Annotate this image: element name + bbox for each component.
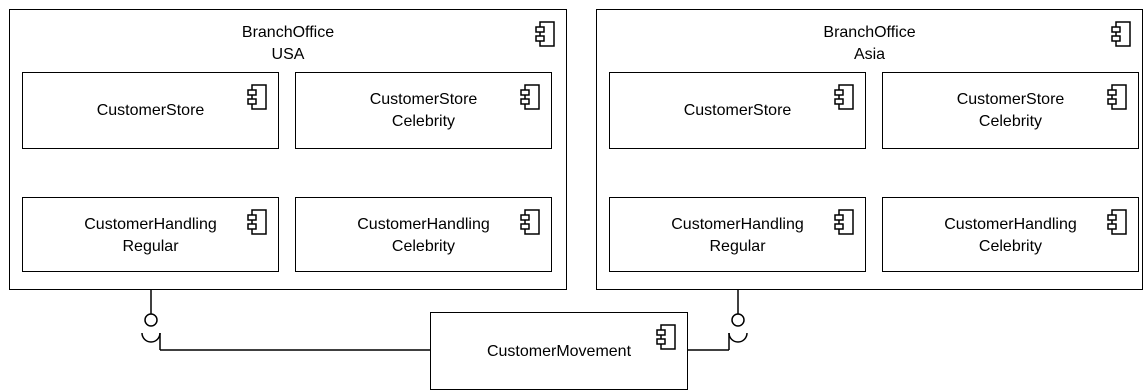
component-icon bbox=[535, 21, 555, 47]
component-customer-store-celebrity[interactable]: CustomerStore Celebrity bbox=[882, 72, 1139, 149]
component-customer-handling-celebrity[interactable]: CustomerHandling Celebrity bbox=[882, 197, 1139, 272]
component-icon bbox=[1107, 84, 1127, 110]
component-customer-handling-regular[interactable]: CustomerHandling Regular bbox=[609, 197, 866, 272]
component-customer-store[interactable]: CustomerStore bbox=[22, 72, 279, 149]
component-icon bbox=[520, 209, 540, 235]
component-icon bbox=[1111, 21, 1131, 47]
component-label: CustomerMovement bbox=[486, 343, 632, 360]
component-label: CustomerStore bbox=[683, 102, 792, 119]
component-label: CustomerHandling Celebrity bbox=[944, 216, 1077, 255]
component-label: CustomerStore Celebrity bbox=[956, 91, 1065, 130]
component-customer-handling-celebrity[interactable]: CustomerHandling Celebrity bbox=[295, 197, 552, 272]
branch-title: BranchOffice USA bbox=[241, 24, 335, 63]
component-customer-store-celebrity[interactable]: CustomerStore Celebrity bbox=[295, 72, 552, 149]
component-icon bbox=[834, 84, 854, 110]
component-icon bbox=[656, 324, 676, 350]
component-label: CustomerStore Celebrity bbox=[369, 91, 478, 130]
component-label: CustomerHandling Celebrity bbox=[357, 216, 490, 255]
component-customer-movement[interactable]: CustomerMovement bbox=[430, 312, 688, 390]
component-icon bbox=[247, 209, 267, 235]
component-customer-store[interactable]: CustomerStore bbox=[609, 72, 866, 149]
component-icon bbox=[520, 84, 540, 110]
branch-title: BranchOffice Asia bbox=[823, 24, 916, 63]
component-customer-handling-regular[interactable]: CustomerHandling Regular bbox=[22, 197, 279, 272]
component-label: CustomerStore bbox=[96, 102, 205, 119]
component-icon bbox=[834, 209, 854, 235]
component-icon bbox=[247, 84, 267, 110]
component-label: CustomerHandling Regular bbox=[84, 216, 217, 255]
component-icon bbox=[1107, 209, 1127, 235]
component-label: CustomerHandling Regular bbox=[671, 216, 804, 255]
